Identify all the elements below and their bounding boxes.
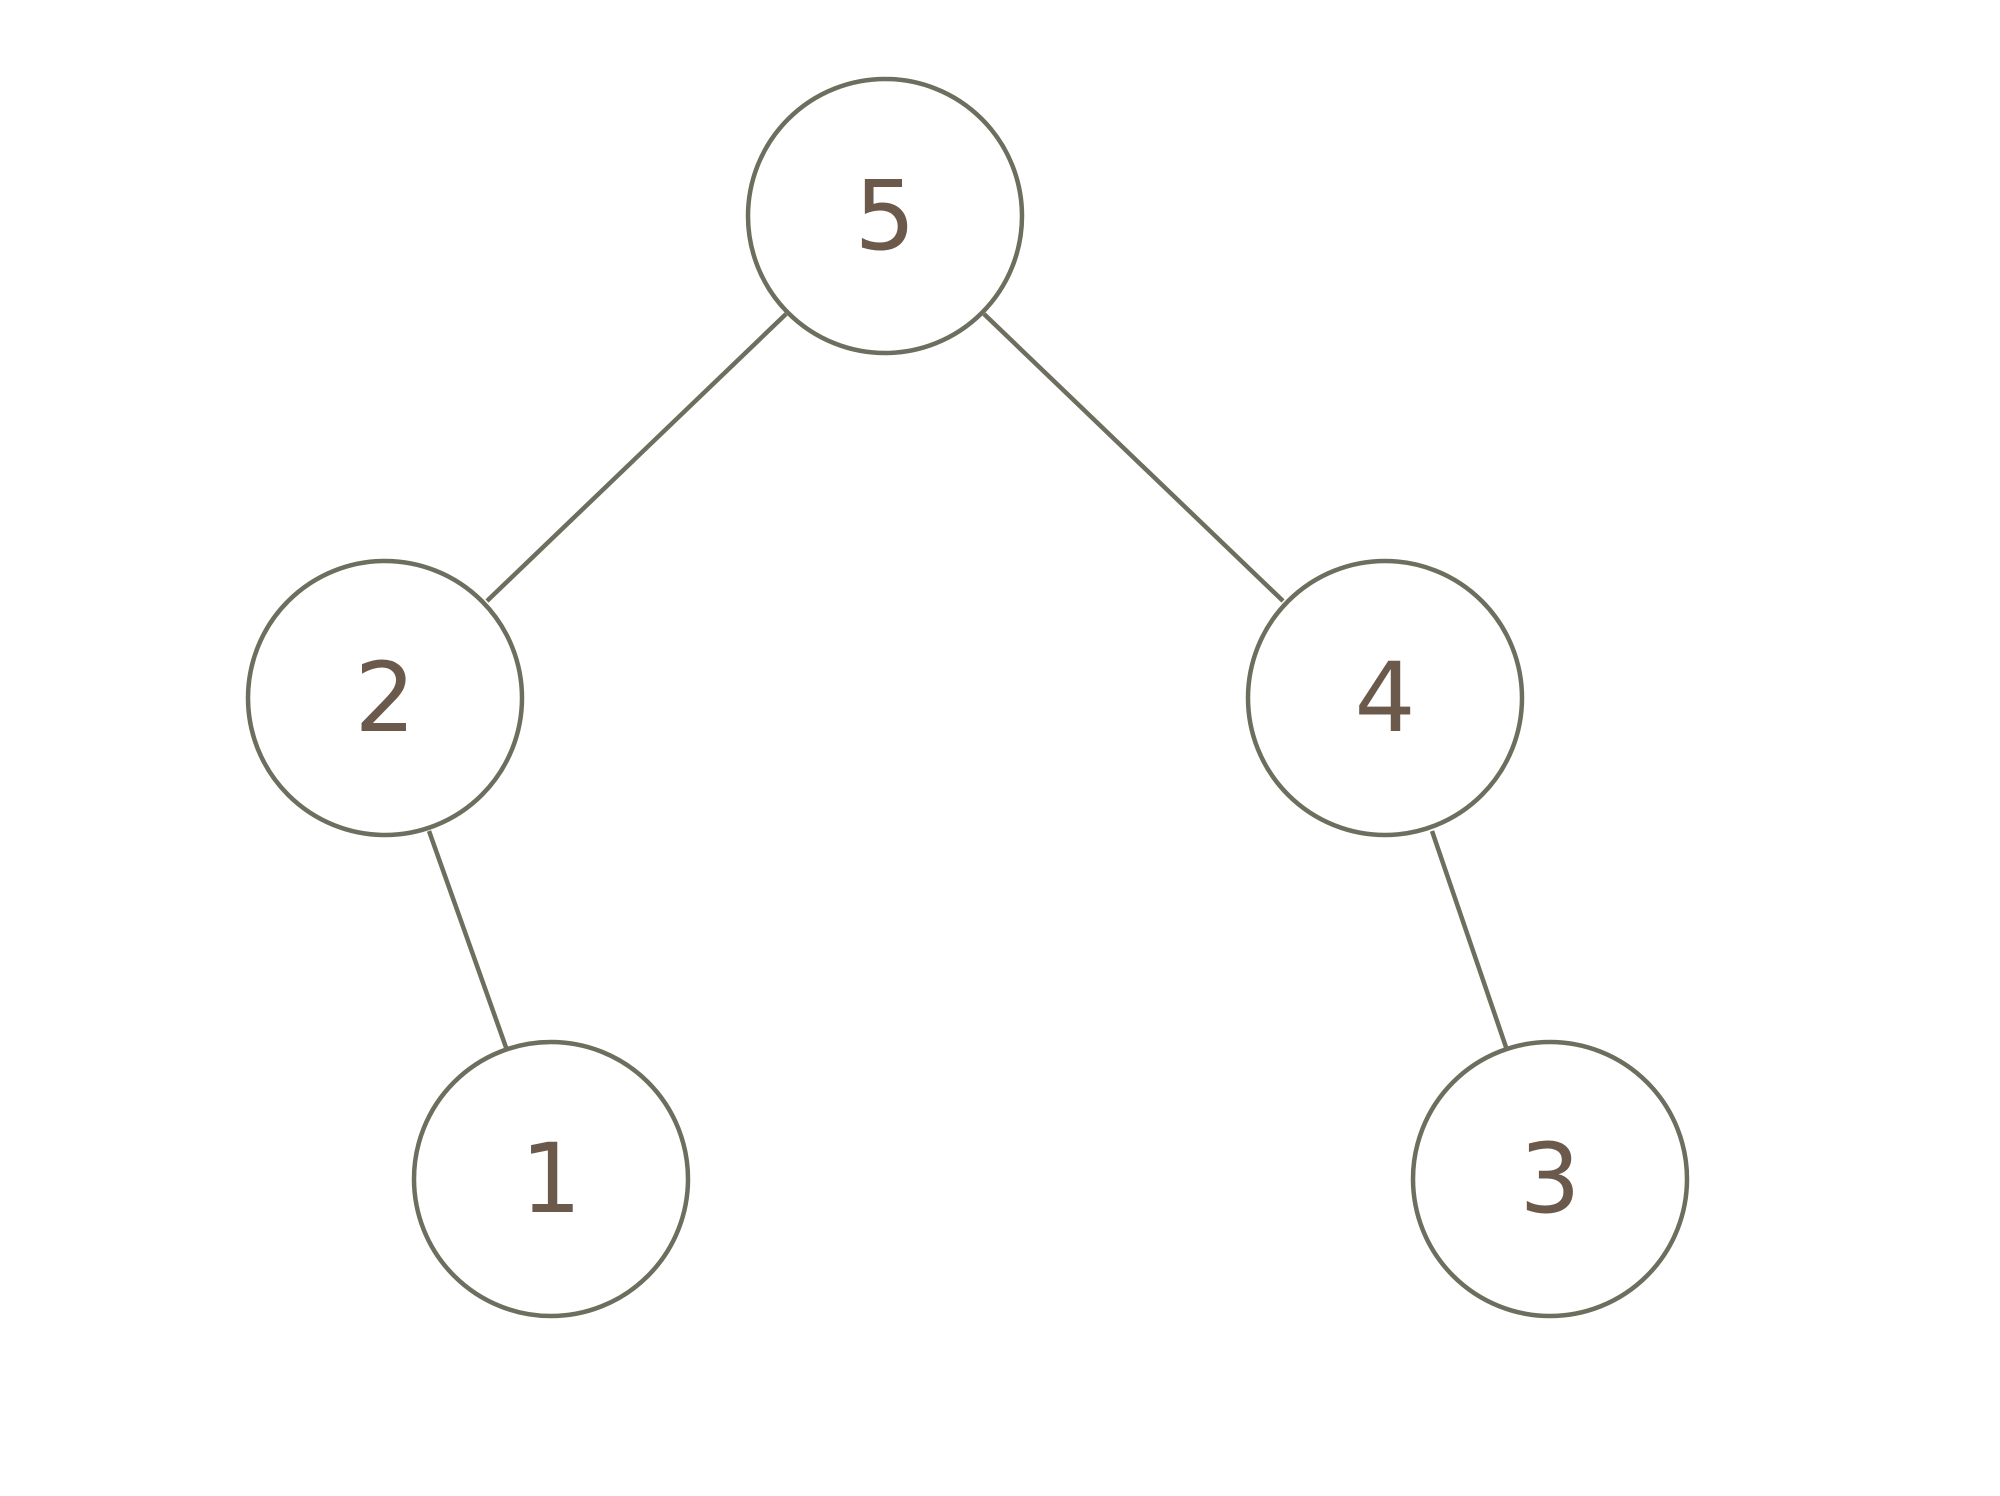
- node-label: 4: [1354, 642, 1415, 754]
- node-label: 1: [520, 1123, 581, 1235]
- nodes-layer: 5 2 4 1 3: [245, 76, 1690, 1319]
- node-label: 3: [1519, 1123, 1580, 1235]
- tree-node: 2: [245, 558, 525, 838]
- tree-node: 4: [1245, 558, 1525, 838]
- tree-node: 3: [1410, 1039, 1690, 1319]
- edge-5-2: [485, 312, 788, 603]
- node-circle: [411, 1039, 691, 1319]
- tree-node: 1: [411, 1039, 691, 1319]
- edges-layer: [426, 312, 1511, 1054]
- node-circle: [245, 558, 525, 838]
- node-circle: [1410, 1039, 1690, 1319]
- edge-5-4: [982, 312, 1285, 603]
- node-circle: [1245, 558, 1525, 838]
- edge-4-3: [1429, 830, 1511, 1054]
- node-circle: [745, 76, 1025, 356]
- tree-node: 5: [745, 76, 1025, 356]
- edge-2-1: [426, 830, 511, 1054]
- node-label: 2: [354, 642, 415, 754]
- node-label: 5: [854, 160, 915, 272]
